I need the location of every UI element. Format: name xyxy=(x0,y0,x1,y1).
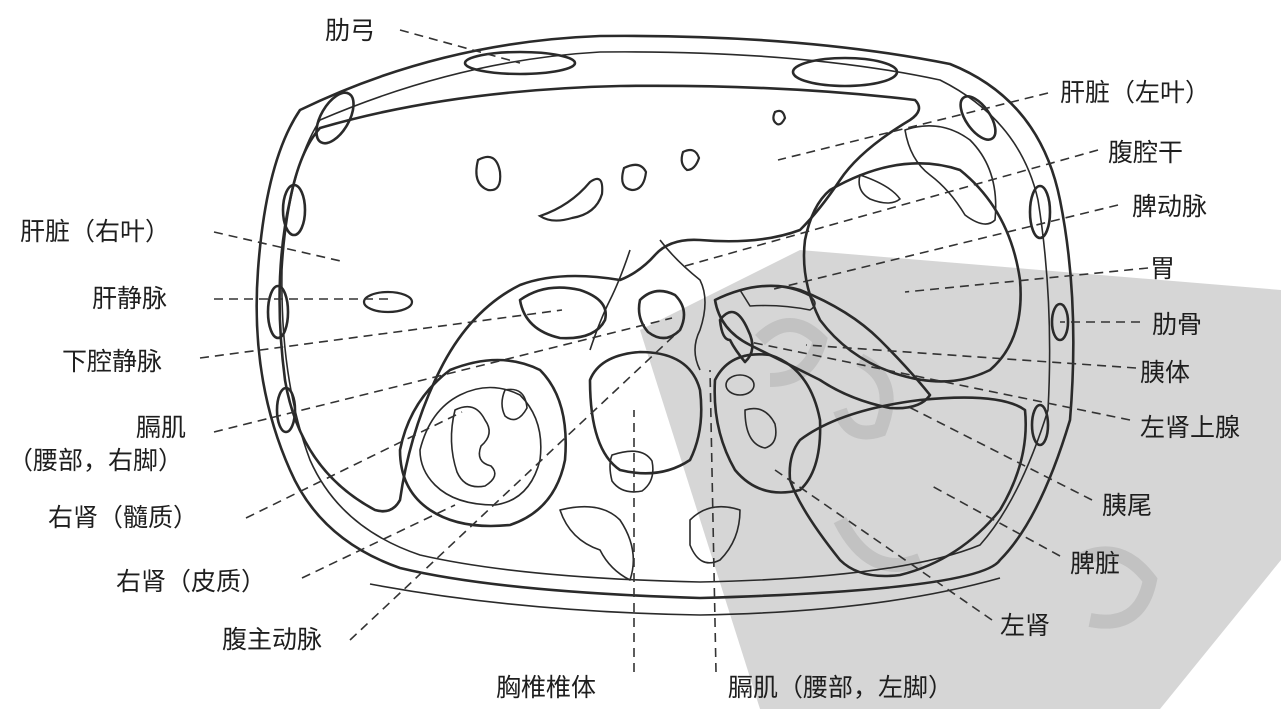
label-liver-right-lobe: 肝脏（右叶） xyxy=(20,217,170,246)
label-pancreas-body: 胰体 xyxy=(1140,358,1190,387)
hepatic-vein-shape xyxy=(364,292,412,312)
label-diaphragm-right: 膈肌 xyxy=(136,413,186,442)
label-right-kidney-cortex: 右肾（皮质） xyxy=(116,567,266,596)
label-abdominal-aorta: 腹主动脉 xyxy=(222,625,322,654)
ivc xyxy=(520,288,606,339)
label-ivc: 下腔静脉 xyxy=(62,347,162,376)
label-left-kidney: 左肾 xyxy=(1000,611,1050,640)
label-thoracic-vertebra: 胸椎椎体 xyxy=(496,673,596,702)
label-liver-left-lobe: 肝脏（左叶） xyxy=(1060,78,1210,107)
label-celiac-trunk: 腹腔干 xyxy=(1108,138,1183,167)
right-kidney xyxy=(400,360,566,526)
label-costal-arch: 肋弓 xyxy=(325,16,375,45)
label-splenic-artery: 脾动脉 xyxy=(1132,192,1207,221)
label-rib: 肋骨 xyxy=(1152,310,1202,339)
label-hepatic-vein: 肝静脉 xyxy=(92,284,167,313)
label-stomach: 胃 xyxy=(1150,254,1175,283)
label-diaphragm-left: 膈肌（腰部，左脚） xyxy=(728,673,953,702)
label-right-kidney-medulla: 右肾（髓质） xyxy=(48,503,198,532)
label-spleen: 脾脏 xyxy=(1070,549,1120,578)
label-left-adrenal: 左肾上腺 xyxy=(1140,413,1240,442)
label-diaphragm-right-sub: （腰部，右脚） xyxy=(8,446,183,475)
label-pancreas-tail: 胰尾 xyxy=(1102,491,1152,520)
